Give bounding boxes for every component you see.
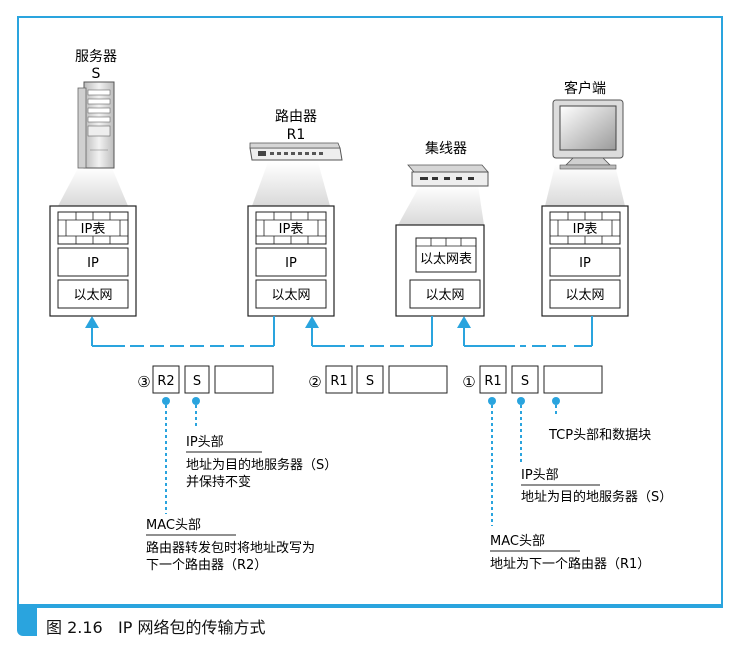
packet-2-marker: ② [308, 373, 321, 391]
client-ip-table-label: IP表 [573, 222, 598, 237]
router-stack: IP表 IP 以太网 [247, 205, 335, 317]
mac-header-3-line1: 路由器转发包时将地址改写为 [146, 540, 315, 556]
mac-header-1-title: MAC头部 [490, 534, 545, 549]
ip-header-3-line2: 并保持不变 [186, 474, 251, 490]
caption-title: IP 网络包的传输方式 [117, 618, 266, 637]
router-ethernet-label: 以太网 [271, 288, 310, 303]
router-id-label: R1 [287, 127, 306, 143]
server-icon [77, 81, 115, 169]
caption-divider [17, 606, 723, 608]
server-id-label: S [92, 66, 101, 82]
server-beam [58, 168, 128, 206]
hub-stack: 以太网表 以太网 [395, 224, 485, 317]
caption-tab [17, 606, 37, 636]
packet-1-marker: ① [462, 373, 475, 391]
packet-flow [91, 316, 593, 347]
client-stack: IP表 IP 以太网 [541, 205, 629, 317]
client-icon [552, 99, 624, 170]
ip-header-3-line1: 地址为目的地服务器（S） [186, 457, 337, 473]
packet-2-mac: R1 [330, 374, 347, 389]
mac-header-note-3: MAC头部 路由器转发包时将地址改写为 下一个路由器（R2） [146, 518, 315, 573]
router-name-label: 路由器 [275, 109, 317, 125]
client-name-label: 客户端 [564, 80, 606, 97]
server-stack: IP表 IP 以太网 [49, 205, 137, 317]
figure-caption: 图 2.16 IP 网络包的传输方式 [46, 614, 265, 638]
callout-leaders [162, 397, 560, 526]
client-beam [545, 165, 625, 206]
packet-3-mac: R2 [157, 374, 174, 389]
packet-1-ip: S [521, 374, 529, 389]
server-ethernet-label: 以太网 [73, 288, 112, 303]
ip-header-1-line1: 地址为目的地服务器（S） [521, 489, 672, 505]
router-ip-label: IP [285, 256, 297, 271]
hub-icon [407, 164, 489, 187]
client-ip-label: IP [579, 256, 591, 271]
mac-header-3-title: MAC头部 [146, 518, 201, 533]
packet-3: ③ R2 S [137, 365, 274, 394]
packet-2: ② R1 S [308, 365, 448, 394]
router-icon [249, 142, 343, 161]
server-ip-table-label: IP表 [81, 222, 106, 237]
ip-header-3-title: IP头部 [186, 435, 224, 450]
flow-arrowheads [85, 316, 471, 328]
hub-ethernet-table-label: 以太网表 [420, 252, 472, 267]
caption-label: 图 2.16 [46, 618, 103, 637]
packet-1-mac: R1 [484, 374, 501, 389]
mac-header-note-1: MAC头部 地址为下一个路由器（R1） [490, 534, 650, 572]
router-ip-table-label: IP表 [279, 222, 304, 237]
packet-2-ip: S [366, 374, 374, 389]
client-ethernet-label: 以太网 [565, 288, 604, 303]
packet-1: ① R1 S [462, 365, 603, 394]
router-beam [252, 162, 330, 206]
mac-header-3-line2: 下一个路由器（R2） [146, 557, 267, 573]
server-ip-label: IP [87, 256, 99, 271]
hub-beam [398, 185, 484, 225]
hub-name-label: 集线器 [425, 140, 467, 157]
server-name-label: 服务器 [75, 49, 117, 65]
figure-frame [17, 16, 723, 606]
hub-ethernet-label: 以太网 [425, 288, 464, 303]
packet-3-marker: ③ [137, 373, 150, 391]
mac-header-1-line1: 地址为下一个路由器（R1） [490, 556, 650, 572]
ip-header-1-title: IP头部 [521, 468, 559, 483]
ip-header-note-1: IP头部 地址为目的地服务器（S） [521, 468, 672, 505]
tcp-note: TCP头部和数据块 [548, 428, 651, 443]
ip-header-note-3: IP头部 地址为目的地服务器（S） 并保持不变 [186, 435, 337, 490]
packet-3-ip: S [193, 374, 201, 389]
